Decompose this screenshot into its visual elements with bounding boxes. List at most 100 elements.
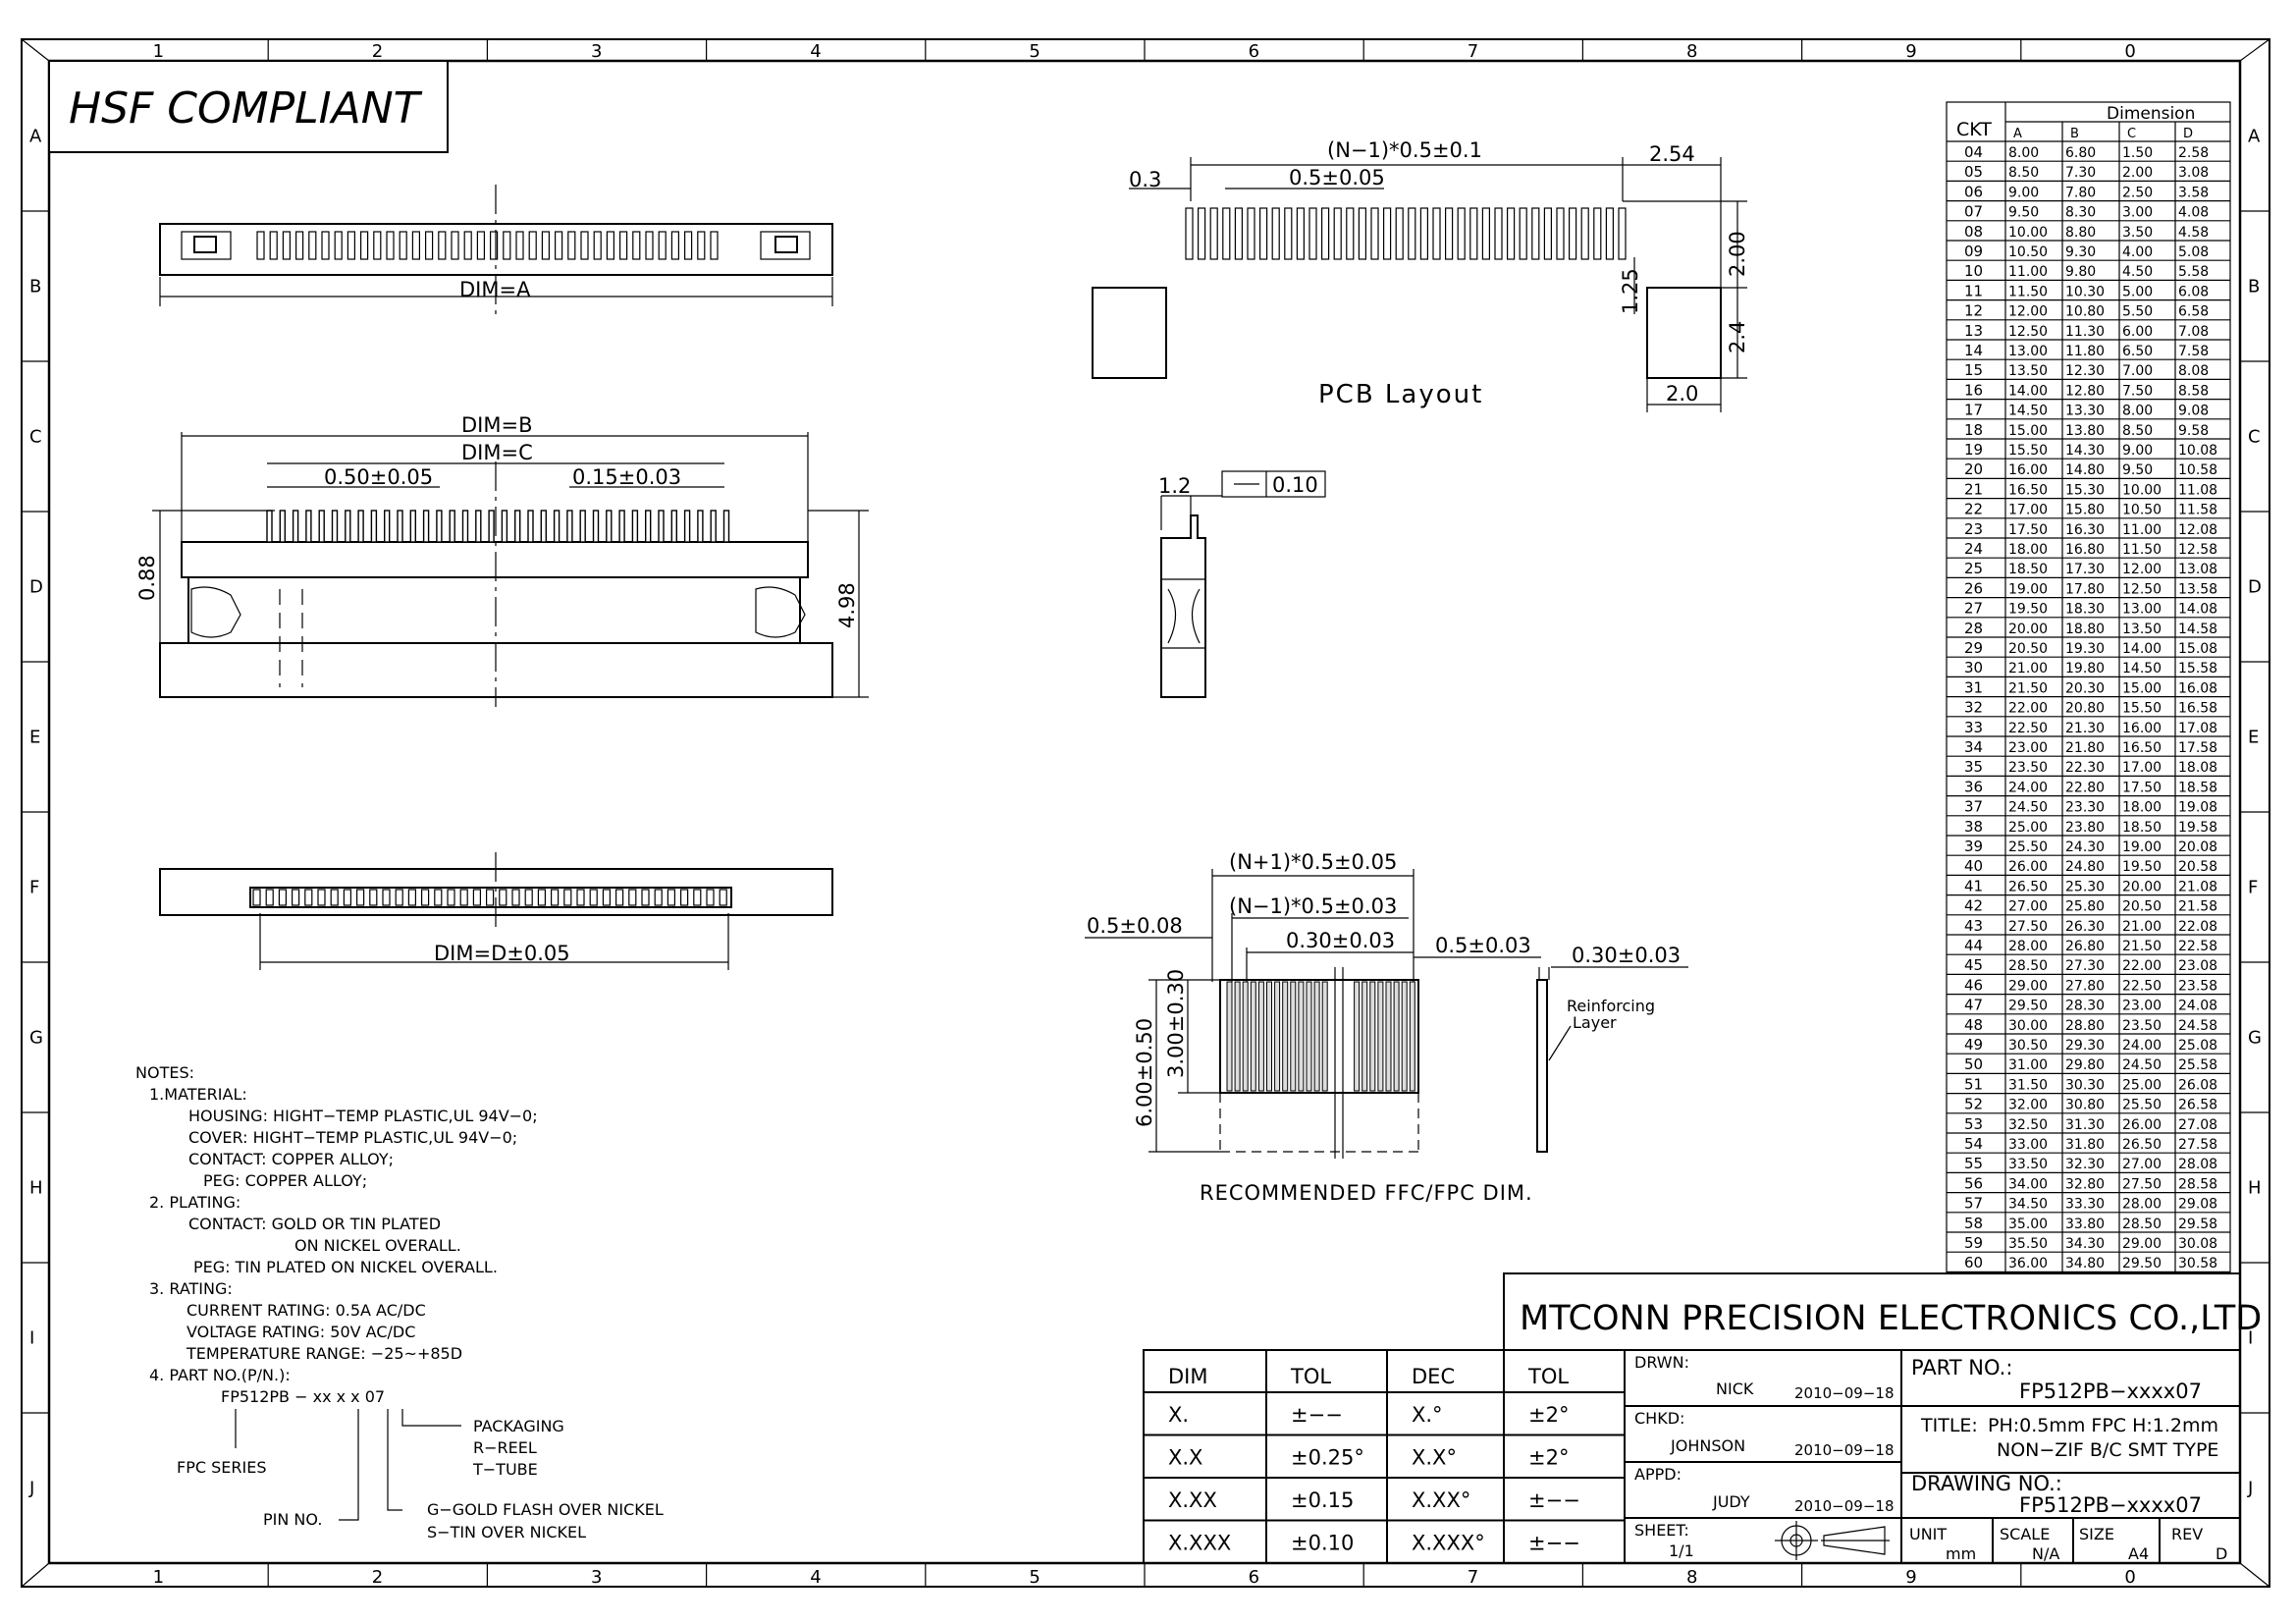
contact-pin: [422, 510, 430, 543]
contact-pin: [409, 510, 416, 543]
scale-value: N/A: [2032, 1544, 2059, 1563]
checked-by: JOHNSON: [1670, 1436, 1745, 1455]
tolerance-cell: X.XX°: [1412, 1488, 1470, 1512]
dimension-cell: 15.80: [2065, 503, 2105, 518]
contact-slot: [425, 231, 434, 260]
dimension-cell: 15.50: [2122, 701, 2162, 717]
dimension-cell: 8.00: [2008, 145, 2039, 161]
dimension-cell: 22.80: [2065, 780, 2105, 795]
tolerance-header: TOL: [1527, 1365, 1569, 1388]
dimension-cell: 14.00: [2008, 383, 2048, 399]
dimension-cell: 8.08: [2178, 363, 2209, 379]
bottom-slot: [499, 889, 507, 906]
dimension-cell: 21.00: [2008, 661, 2048, 676]
plating-tin: S−TIN OVER NICKEL: [427, 1523, 586, 1542]
zone-row-label: A: [29, 127, 42, 147]
pcb-pad: [1346, 207, 1355, 260]
dimension-cell: 8.30: [2065, 205, 2096, 221]
zone-column-label: 0: [2124, 41, 2135, 62]
dimension-cell: 28.08: [2178, 1157, 2217, 1172]
dimension-cell: 16.00: [2008, 462, 2048, 478]
dimension-cell: 46: [1964, 976, 1983, 994]
ffc-conductor-trace: [1369, 981, 1376, 1092]
pcb-pad: [1258, 207, 1268, 260]
dimension-cell: 20.00: [2008, 622, 2048, 637]
contact-pin: [631, 510, 639, 543]
bottom-slot: [304, 889, 313, 906]
zone-row-label: D: [29, 577, 43, 598]
dimension-cell: 27.08: [2178, 1117, 2217, 1133]
dimension-cell: 19.00: [2122, 839, 2162, 855]
dimension-cell: 2.00: [2122, 165, 2153, 181]
dimension-cell: 50: [1964, 1055, 1983, 1073]
ffc-conductor-trace: [1321, 981, 1328, 1092]
bottom-slot: [537, 889, 547, 906]
pcb-pad: [1296, 207, 1306, 260]
dimension-cell: 22.50: [2008, 721, 2048, 736]
bottom-slot: [628, 889, 637, 906]
dimension-cell: 19.50: [2122, 859, 2162, 875]
dimension-cell: 27.80: [2065, 978, 2105, 994]
contact-pin: [697, 510, 704, 543]
dimension-cell: 25.80: [2065, 899, 2105, 915]
ffc-conductor-trace: [1409, 981, 1415, 1092]
bottom-slot: [330, 889, 339, 906]
drawing-no-value: FP512PB−xxxx07: [2019, 1493, 2202, 1517]
ffc-inner-width: (N−1)*0.5±0.03: [1229, 894, 1397, 918]
drawing-no-label: DRAWING NO.:: [1911, 1472, 2062, 1495]
pcb-pad: [1320, 207, 1330, 260]
dimension-cell: 21.30: [2065, 721, 2105, 736]
dimension-cell: 12.80: [2065, 383, 2105, 399]
dimension-cell: 22.58: [2178, 939, 2217, 954]
dimension-cell: 19.00: [2008, 581, 2048, 597]
dimension-cell: 17: [1964, 402, 1983, 419]
dimension-cell: 40: [1964, 857, 1983, 875]
contact-slot: [632, 231, 641, 260]
contact-pin: [345, 510, 351, 543]
dimension-cell: 26.00: [2008, 859, 2048, 875]
pcb-pitch-label: 0.5±0.05: [1289, 166, 1385, 189]
note-line: TEMPERATURE RANGE: −25~+85D: [186, 1344, 462, 1363]
dimension-cell: 17.80: [2065, 581, 2105, 597]
contact-slot: [295, 231, 304, 260]
contact-slot: [490, 231, 499, 260]
dimension-cell: 3.08: [2178, 165, 2209, 181]
pcb-pad: [1185, 207, 1194, 260]
dimension-cell: 29.80: [2065, 1057, 2105, 1073]
dimension-cell: 23.50: [2122, 1018, 2162, 1034]
dimension-cell: 25.08: [2178, 1038, 2217, 1054]
note-line: ON NICKEL OVERALL.: [294, 1236, 461, 1255]
dimension-cell: 29.00: [2122, 1236, 2162, 1252]
bottom-slot: [265, 889, 274, 906]
tolerance-header: TOL: [1290, 1365, 1331, 1388]
contact-slot: [282, 231, 291, 260]
dimension-cell: 17.50: [2122, 780, 2162, 795]
dimension-cell: 28.50: [2122, 1217, 2162, 1232]
drawn-by: NICK: [1716, 1380, 1754, 1398]
dimension-cell: 28.30: [2065, 999, 2105, 1014]
note-line: CONTACT: COPPER ALLOY;: [188, 1150, 394, 1168]
pcb-gap-label: 1.25: [1619, 268, 1642, 314]
pcb-pad: [1271, 207, 1280, 260]
dimension-cell: 59: [1964, 1234, 1983, 1252]
dimension-cell: 24.50: [2008, 800, 2048, 816]
title-line-1: PH:0.5mm FPC H:1.2mm: [1988, 1415, 2218, 1436]
contact-slot: [618, 231, 628, 260]
dimension-cell: 22.08: [2178, 919, 2217, 935]
bottom-slot: [421, 889, 430, 906]
dimension-cell: 17.08: [2178, 721, 2217, 736]
size-value: A4: [2128, 1544, 2149, 1563]
dimension-cell: 21: [1964, 480, 1983, 498]
contact-pin: [449, 510, 455, 543]
dimension-cell: 34.80: [2065, 1256, 2105, 1271]
contact-slot: [411, 231, 420, 260]
bottom-slot: [343, 889, 351, 906]
contact-slot: [373, 231, 382, 260]
contact-slot: [256, 231, 265, 260]
title-block: MTCONN PRECISION ELECTRONICS CO.,LTD DRW…: [1503, 1272, 2262, 1564]
contact-slot: [321, 231, 330, 260]
dimension-cell: 22.30: [2065, 760, 2105, 776]
contact-slot: [670, 231, 680, 260]
dimension-cell: 49: [1964, 1036, 1983, 1054]
